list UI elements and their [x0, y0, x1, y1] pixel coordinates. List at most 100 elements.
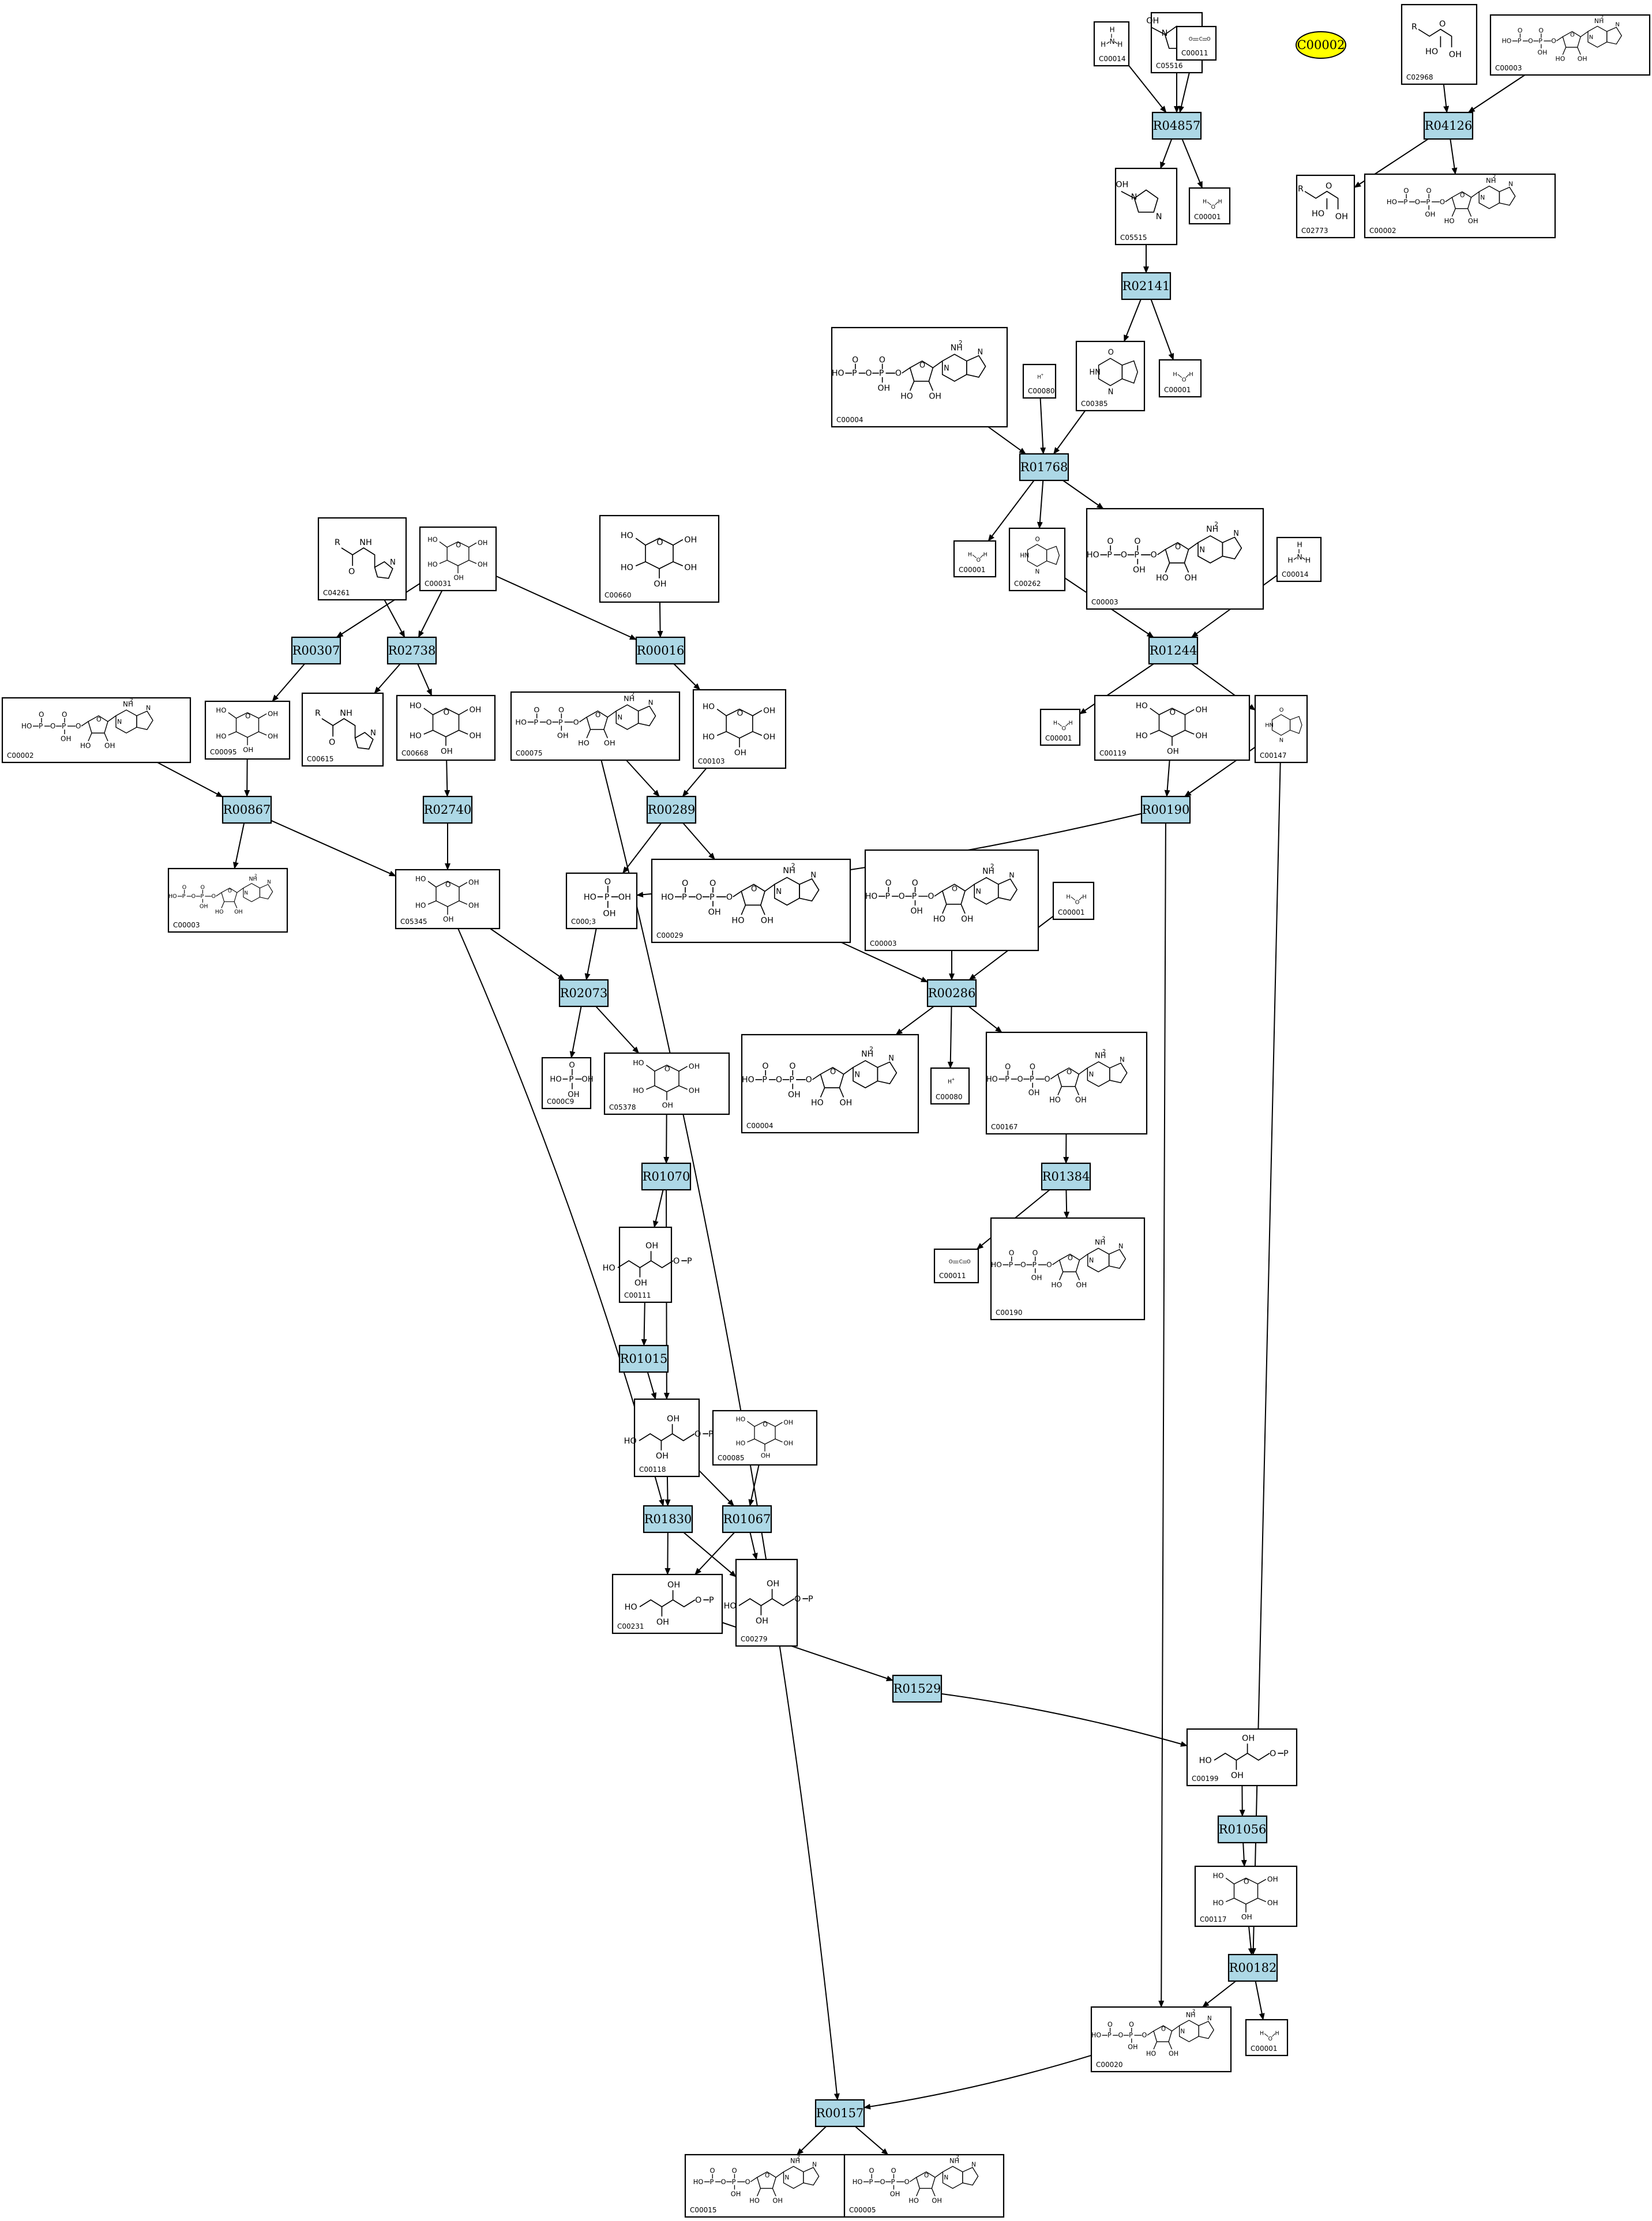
compound-c00001-f[interactable]: C00001 [1245, 2019, 1289, 2057]
edge [699, 1470, 735, 1506]
reaction-r01384[interactable]: R01384 [1041, 1162, 1091, 1191]
compound-c05515[interactable]: C05515 [1114, 167, 1178, 246]
compound-c00004-top[interactable]: C00004 [831, 326, 1008, 428]
highlight-ellipse [1296, 31, 1346, 59]
reaction-r04126[interactable]: R04126 [1423, 111, 1474, 140]
compound-c00199[interactable]: C00199 [1186, 1728, 1298, 1787]
reaction-r01768[interactable]: R01768 [1019, 453, 1069, 482]
edge [895, 1006, 934, 1035]
compound-c00011-b[interactable]: C00011 [933, 1248, 979, 1284]
reaction-r02141[interactable]: R02141 [1121, 272, 1172, 300]
reaction-box [1227, 1953, 1278, 1982]
reaction-r00289[interactable]: R00289 [646, 795, 697, 824]
compound-c00013[interactable]: C000;3 [565, 872, 638, 930]
reaction-r02738[interactable]: R02738 [386, 636, 437, 665]
compound-c00190[interactable]: C00190 [990, 1217, 1146, 1321]
compound-c00003-left[interactable]: C00003 [167, 867, 288, 933]
compound-c00231[interactable]: C00231 [611, 1573, 723, 1634]
compound-c00147[interactable]: C00147 [1254, 694, 1308, 764]
compound-c00118[interactable]: C00118 [623, 1398, 714, 1478]
compound-c00075[interactable]: C00075 [510, 691, 681, 761]
compound-c00002-left[interactable]: C00002 [1, 697, 192, 764]
compound-c00014-a[interactable]: C00014 [1093, 21, 1130, 67]
compound-c00095[interactable]: C00095 [204, 700, 291, 760]
compound-c00029[interactable]: C00029 [651, 858, 851, 944]
compound-c00004-low[interactable]: C00004 [741, 1034, 919, 1134]
compound-c00014-b[interactable]: C00014 [1276, 536, 1322, 583]
compound-c00001-d[interactable]: C00001 [1039, 708, 1081, 746]
compound-box [684, 2154, 846, 2218]
compound-c00111[interactable]: C00111 [602, 1226, 693, 1303]
reaction-r01244[interactable]: R01244 [1148, 636, 1199, 665]
compound-c00615[interactable]: C00615 [301, 692, 384, 767]
compound-c00003-mid[interactable]: C00003 [1086, 508, 1264, 610]
compound-c00119[interactable]: C00119 [1094, 694, 1251, 761]
reaction-r01070[interactable]: R01070 [641, 1162, 692, 1191]
reaction-r00867[interactable]: R00867 [221, 795, 272, 824]
compound-c00011-a[interactable]: C00011 [1176, 25, 1217, 61]
compound-c00262[interactable]: C00262 [1008, 527, 1066, 592]
edge [384, 599, 406, 638]
reaction-box [641, 1162, 692, 1191]
reaction-box [646, 795, 697, 824]
reaction-label: R02738 [388, 644, 436, 657]
compound-c00003-r[interactable]: C00003 [864, 849, 1039, 952]
compound-c05345[interactable]: C05345 [395, 869, 501, 930]
reaction-r04857[interactable]: R04857 [1151, 111, 1202, 140]
compound-c00668[interactable]: C00668 [396, 694, 496, 761]
compound-c00031[interactable]: C00031 [419, 526, 497, 592]
compound-c00009[interactable]: C000C9 [541, 1057, 594, 1110]
reaction-label: R00286 [928, 986, 976, 1000]
reaction-r00190[interactable]: R00190 [1140, 795, 1191, 824]
compound-c00001-a[interactable]: C00001 [1188, 187, 1231, 225]
reaction-box [643, 1505, 693, 1534]
compound-c00385[interactable]: C00385 [1075, 340, 1146, 412]
reaction-r00286[interactable]: R00286 [926, 979, 977, 1008]
compound-id: C00080 [1028, 387, 1055, 395]
edge [271, 820, 396, 877]
reaction-box [814, 2099, 865, 2128]
compound-c00003-top[interactable]: C00003 [1489, 14, 1651, 76]
reaction-r00016[interactable]: R00016 [635, 636, 686, 665]
compound-id: C00029 [656, 931, 684, 939]
reaction-r01529[interactable]: R01529 [892, 1674, 943, 1703]
compound-c00117[interactable]: C00117 [1194, 1865, 1298, 1927]
compound-id: C00117 [1200, 1915, 1227, 1923]
compound-c05378[interactable]: C05378 [603, 1052, 730, 1115]
compound-c00001-b[interactable]: C00001 [1158, 359, 1202, 398]
reaction-r01056[interactable]: R01056 [1217, 1815, 1268, 1844]
compound-c02968[interactable]: C02968 [1401, 3, 1478, 85]
compound-c00660[interactable]: C00660 [599, 514, 720, 603]
compound-c00103[interactable]: C00103 [692, 689, 787, 769]
edge [1079, 663, 1154, 715]
reaction-r01015[interactable]: R01015 [618, 1344, 669, 1373]
compound-id: C00095 [210, 748, 237, 756]
compound-c00001-e[interactable]: C00001 [1052, 881, 1095, 920]
nodes-layer: C00014C05516C00011C02968C00003C05515C000… [1, 3, 1651, 2218]
reaction-r02740[interactable]: R02740 [422, 795, 473, 824]
compound-c00020[interactable]: C00020 [1090, 2006, 1232, 2073]
compound-c00015[interactable]: C00015 [684, 2154, 846, 2218]
compound-c00001-c[interactable]: C00001 [953, 540, 997, 578]
compound-c00080-b[interactable]: C00080 [930, 1067, 970, 1105]
compound-c04261[interactable]: C04261 [317, 517, 407, 601]
compound-c00080-a[interactable]: C00080 [1022, 363, 1057, 399]
compound-c00167[interactable]: C00167 [985, 1031, 1148, 1135]
edge [841, 942, 928, 983]
edge [1039, 397, 1046, 454]
compound-c00085[interactable]: C00085 [712, 1410, 818, 1466]
reaction-r00307[interactable]: R00307 [291, 636, 341, 665]
compound-c00005[interactable]: C00005 [843, 2154, 1005, 2218]
edge [694, 1532, 735, 1575]
compound-id: C05378 [609, 1103, 636, 1111]
compound-c00279[interactable]: C00279 [723, 1558, 814, 1647]
reaction-r02073[interactable]: R02073 [558, 979, 609, 1008]
compound-id: C00147 [1260, 751, 1287, 760]
highlight-compound-ellipse[interactable]: C00002 [1296, 31, 1346, 59]
reaction-r00182[interactable]: R00182 [1227, 1953, 1278, 1982]
reaction-r00157[interactable]: R00157 [814, 2099, 865, 2128]
compound-c02773[interactable]: C02773 [1296, 174, 1356, 239]
reaction-r01067[interactable]: R01067 [722, 1505, 772, 1534]
reaction-r01830[interactable]: R01830 [643, 1505, 693, 1534]
compound-c00002-top[interactable]: C00002 [1364, 173, 1556, 239]
